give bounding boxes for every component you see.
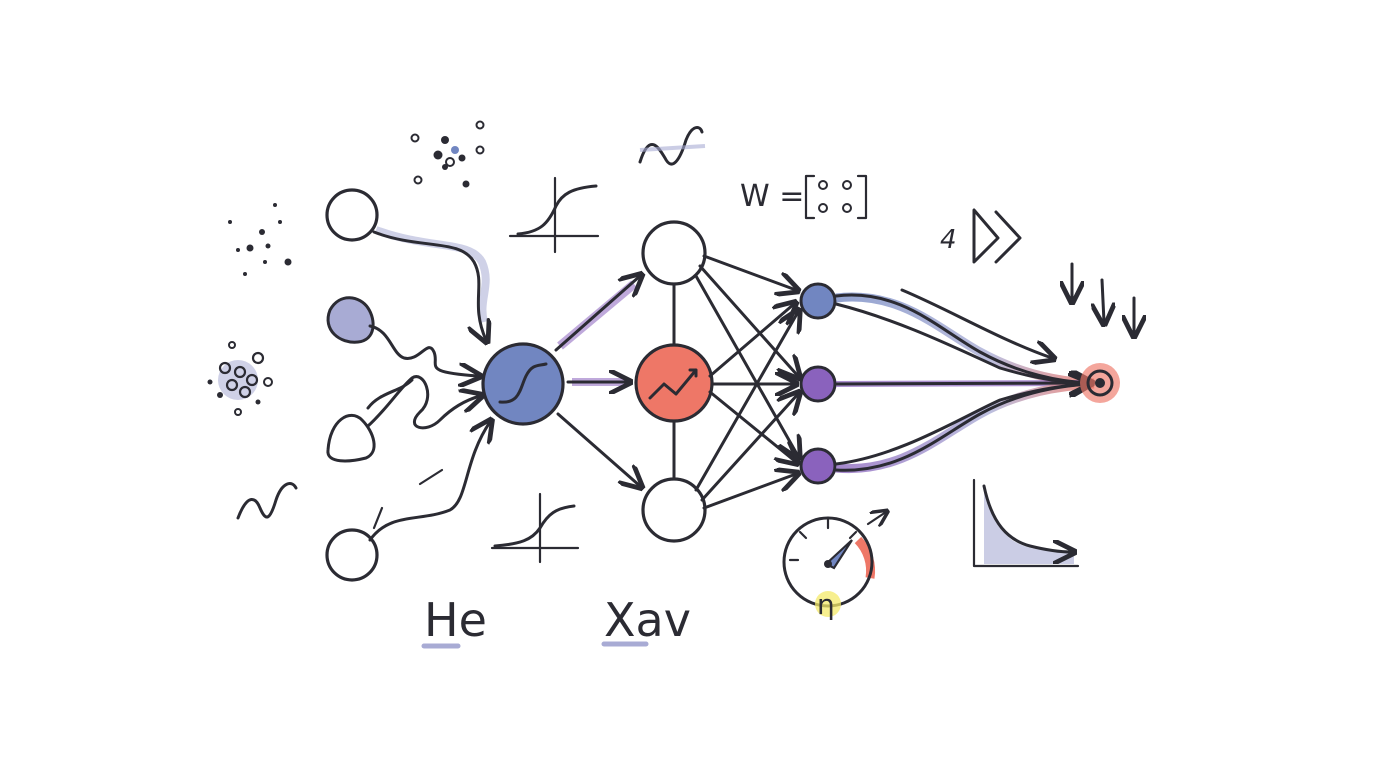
scribble-number: 4	[940, 225, 957, 255]
hidden-edges	[694, 254, 798, 510]
output-layer-node-2	[799, 365, 837, 403]
weight-matrix: W =	[740, 174, 868, 220]
output-layer-node-3	[799, 447, 837, 485]
weight-matrix-label: W =	[740, 179, 804, 214]
input-node-2	[326, 296, 375, 344]
input-node-3	[326, 413, 376, 463]
scatter-dots-top	[410, 120, 485, 188]
hub-edges	[554, 276, 640, 486]
scatter-dots-left	[228, 203, 292, 276]
sigmoid-plot-icon	[508, 176, 600, 254]
learning-rate-gauge-icon: η	[782, 512, 886, 621]
relu-glyph-icon	[648, 368, 698, 400]
scatter-cluster-left	[207, 341, 273, 416]
loss-curve-icon	[972, 478, 1080, 568]
gradient-flows	[834, 288, 1094, 474]
output-layer-node-1	[799, 282, 837, 320]
squiggle-top	[638, 126, 704, 166]
input-edges	[366, 226, 490, 542]
sigmoid-glyph-icon	[498, 362, 548, 404]
relu-plot-icon	[490, 492, 580, 564]
descent-arrows	[1072, 262, 1134, 334]
xavier-init-label: Xav	[604, 593, 691, 647]
loss-target-icon	[1080, 363, 1120, 403]
input-node-1	[325, 188, 379, 242]
he-init-label: He	[424, 593, 487, 647]
fast-forward-icon	[972, 208, 1022, 264]
squiggle-left	[236, 482, 298, 520]
learning-rate-symbol: η	[817, 588, 835, 621]
hidden-node-middle	[634, 343, 714, 423]
input-node-4	[325, 528, 379, 582]
